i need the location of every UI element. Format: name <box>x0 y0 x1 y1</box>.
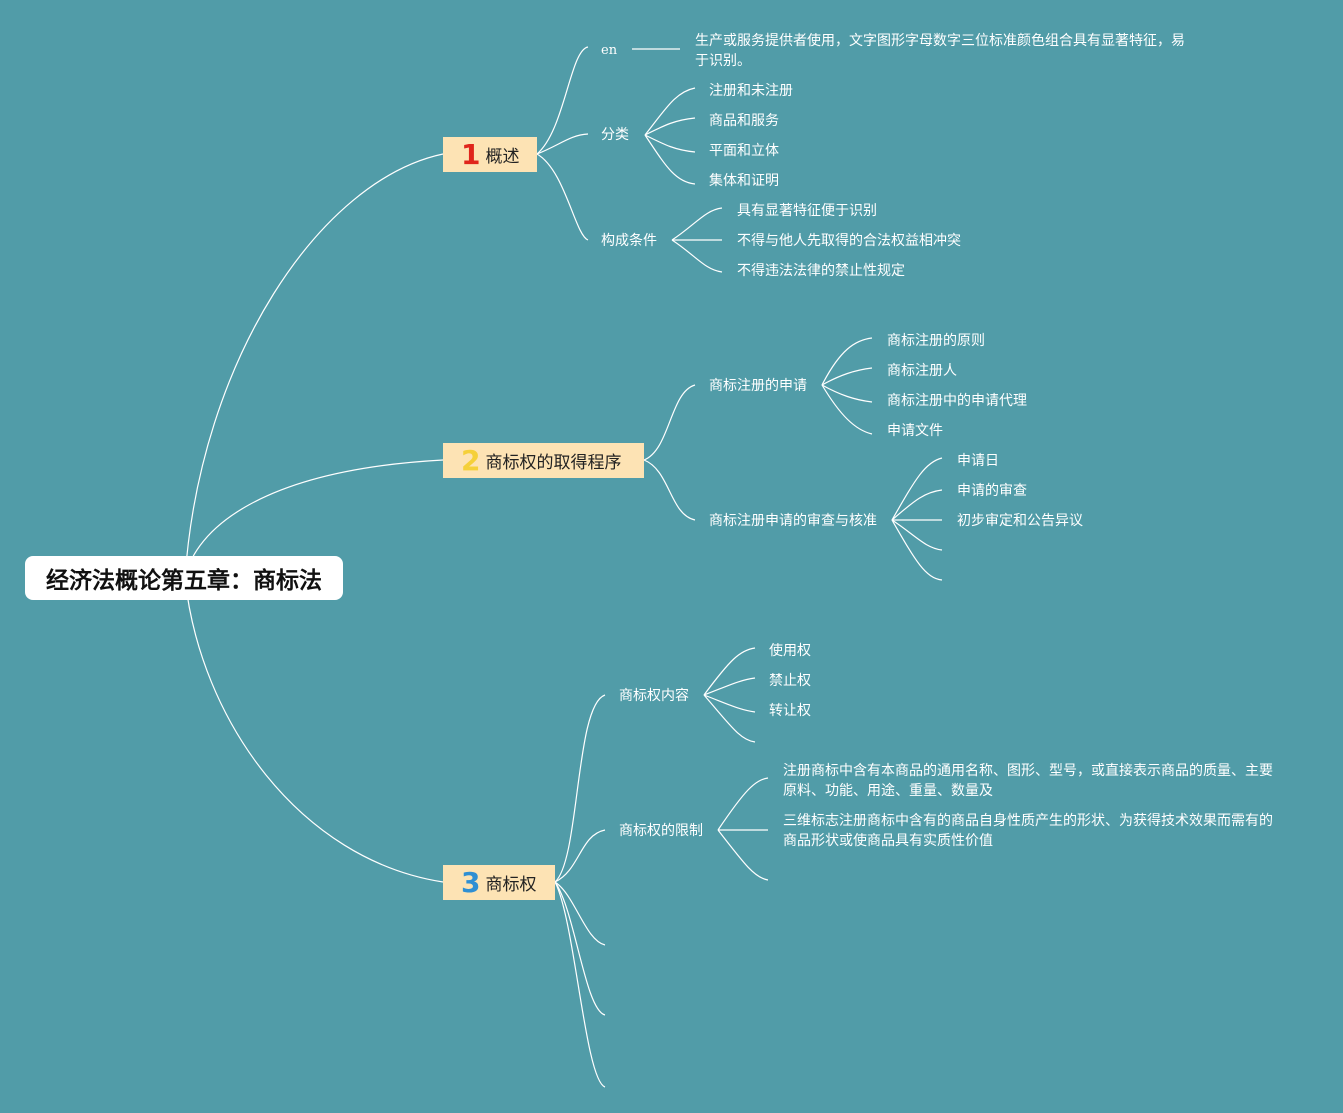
node-classification-item[interactable]: 平面和立体 <box>709 143 779 159</box>
node-application-item[interactable]: 商标注册人 <box>887 363 957 379</box>
topic-label: 商标权的取得程序 <box>485 453 622 473</box>
node-conditions-item[interactable]: 不得违法法律的禁止性规定 <box>737 263 905 279</box>
topic-number-1: 1 <box>461 137 481 171</box>
node-rights-limits[interactable]: 商标权的限制 <box>619 823 703 839</box>
topic-procedure[interactable]: 2 商标权的取得程序 <box>443 443 644 478</box>
connector-procedure-application <box>643 384 696 461</box>
node-classification[interactable]: 分类 <box>601 127 629 143</box>
node-classification-item[interactable]: 集体和证明 <box>709 173 779 189</box>
connector-root-topic1 <box>184 153 444 579</box>
connector-rights-limits <box>554 829 606 883</box>
connector-overview-conditions <box>536 153 589 241</box>
node-en-desc[interactable]: 生产或服务提供者使用，文字图形字母数字三位标准颜色组合具有显著特征，易于识别。 <box>695 33 1185 69</box>
topic-label: 商标权 <box>485 875 537 895</box>
node-rights-content[interactable]: 商标权内容 <box>619 688 689 704</box>
node-rights-limits-item[interactable]: 三维标志注册商标中含有的商品自身性质产生的形状、为获得技术效果而需有的商品形状或… <box>783 813 1273 849</box>
node-classification-item[interactable]: 商品和服务 <box>709 113 779 129</box>
node-classification-item[interactable]: 注册和未注册 <box>709 83 793 99</box>
node-conditions-item[interactable]: 不得与他人先取得的合法权益相冲突 <box>737 233 961 249</box>
root-node[interactable]: 经济法概论第五章：商标法 <box>25 556 343 600</box>
node-en[interactable]: en <box>601 43 618 58</box>
topic-rights[interactable]: 3 商标权 <box>443 865 555 900</box>
node-review-item[interactable]: 申请日 <box>957 453 999 469</box>
topic-number-2: 2 <box>461 443 481 477</box>
connector-overview-classification <box>536 133 589 155</box>
connector-root-topic3 <box>184 577 444 883</box>
connector-procedure-review <box>643 459 696 521</box>
node-rights-content-item[interactable]: 禁止权 <box>769 673 811 689</box>
node-conditions-item[interactable]: 具有显著特征便于识别 <box>737 203 877 219</box>
topic-number-3: 3 <box>461 865 481 899</box>
node-rights-limits-item[interactable]: 注册商标中含有本商品的通用名称、图形、型号，或直接表示商品的质量、主要原料、功能… <box>783 763 1273 799</box>
connector-overview-en <box>536 46 589 155</box>
node-review[interactable]: 商标注册申请的审查与核准 <box>709 513 877 529</box>
topic-label: 概述 <box>485 147 520 167</box>
topic-overview[interactable]: 1 概述 <box>443 137 537 172</box>
node-review-item[interactable]: 初步审定和公告异议 <box>957 513 1083 529</box>
node-conditions[interactable]: 构成条件 <box>601 233 657 249</box>
node-rights-content-item[interactable]: 转让权 <box>769 703 811 719</box>
connector-rights-content <box>554 694 606 883</box>
node-application-item[interactable]: 申请文件 <box>887 423 943 439</box>
node-application-item[interactable]: 商标注册的原则 <box>887 333 985 349</box>
node-application[interactable]: 商标注册的申请 <box>709 378 807 394</box>
node-application-item[interactable]: 商标注册中的申请代理 <box>887 393 1027 409</box>
node-review-item[interactable]: 申请的审查 <box>957 483 1027 499</box>
node-rights-content-item[interactable]: 使用权 <box>769 643 811 659</box>
